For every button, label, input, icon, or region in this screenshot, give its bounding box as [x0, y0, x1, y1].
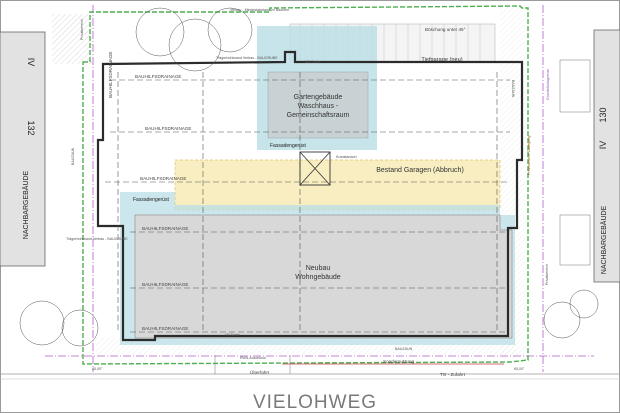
crane-position: Kranstandort	[299, 151, 357, 186]
existing-garages-label: Bestand Garagen (Abbruch)	[376, 167, 464, 174]
drainage-lines	[105, 72, 510, 333]
vb-bottom-label: VB Sohle	[225, 333, 240, 337]
new-building-line-2: Wohngebäude	[295, 274, 341, 281]
drainage-label-4: BAUHILFSDRAINAGE	[142, 226, 188, 231]
tiefgarage-label: Tiefgarage (neu)	[421, 57, 462, 63]
neighbor-left-label: NACHBARGEBÄUDE	[22, 170, 30, 239]
tree-6	[543, 301, 581, 339]
level-right: 65,00°	[514, 367, 525, 371]
boeschung-label: Böschung unter 45°	[425, 27, 466, 32]
street-name: VIELOHWEG	[253, 392, 377, 413]
sondernutzung-label: Sondernutzung	[383, 359, 415, 364]
trees	[19, 7, 599, 347]
bauzaun-left-label: BAUZAUN	[71, 147, 75, 165]
neighbor-right-footprint	[593, 29, 620, 283]
tree-2	[168, 18, 222, 72]
vb-top-label: VB Sohle	[305, 60, 320, 64]
privatbereich-left-label: Privatbereich	[80, 19, 84, 40]
neighbor-left-number: 132	[26, 120, 36, 135]
neighbor-right-annex-2	[559, 214, 591, 266]
existing-garages-zone	[174, 159, 501, 211]
shoring-wall	[96, 50, 524, 342]
bauzaun-right-label: BAUZAUN	[511, 80, 515, 98]
neighbor-right-number: 130	[598, 107, 608, 122]
scaffold-top-label: Fassadengerüst	[270, 143, 306, 149]
bauzaun-bottom-label: BAUZAUN	[395, 347, 413, 351]
privatbereich-right-label: Privatbereich	[545, 264, 549, 285]
neighbor-left-floors: IV	[26, 58, 36, 67]
neighbor-left-footprint	[0, 31, 46, 267]
garden-building-line-2: Waschhaus -	[298, 103, 339, 110]
baugrube-top-label: Trägerbohlwand Verbau - BAUGRUBE	[216, 56, 278, 60]
neighbor-right-floors: IV	[598, 141, 608, 150]
crane-label: Kranstandort	[336, 155, 357, 159]
rwa-label: RWA-Anschluss	[240, 356, 266, 360]
new-building-footprint	[134, 214, 513, 339]
garden-building-footprint	[267, 71, 369, 139]
boundary-label: Grundstücksgrenze	[546, 69, 550, 100]
garden-building-line-3: Gemeinschaftsraum	[287, 112, 350, 119]
drainage-label-7: BAUHILFSDRAINAGE	[108, 52, 113, 98]
crane-box	[299, 151, 331, 186]
tree-1	[135, 7, 185, 57]
drainage-label-5: BAUHILFSDRAINAGE	[142, 282, 188, 287]
neighbor-right-label: NACHBARGEBÄUDE	[600, 205, 608, 274]
stahlbeton-label: Verbau - Mindestabstand zu Bäumen	[230, 8, 289, 12]
provisional-access-label: Provisorische Zuwegung	[527, 136, 531, 175]
scaffold-left-label: Fassadengerüst	[133, 197, 169, 203]
zufahrt-label: TG - Zufahrt	[440, 372, 466, 377]
crane-diag-2	[299, 151, 331, 186]
neighbor-right: IV 130 NACHBARGEBÄUDE	[559, 29, 620, 283]
tree-7	[569, 289, 599, 319]
hatched-area-left	[52, 14, 92, 64]
drainage-label-1: BAUHILFSDRAINAGE	[135, 74, 181, 79]
neighbor-left: IV 132 NACHBARGEBÄUDE	[0, 31, 46, 267]
tree-4	[19, 300, 65, 346]
neighbor-right-annex	[559, 59, 591, 113]
ueberfahrt-label: Überfahrt	[250, 369, 270, 375]
tree-3	[207, 7, 253, 53]
drainage-label-2: BAUHILFSDRAINAGE	[145, 126, 191, 131]
new-building-line-1: Neubau	[306, 265, 331, 272]
tree-5	[61, 309, 99, 347]
garden-building-line-1: Gartengebäude	[294, 94, 343, 101]
level-left: 65,00°	[92, 367, 103, 371]
baugrube-label: Trägerbohlwand Verbau - BAUGRUBE	[66, 237, 128, 241]
site-fence-line	[82, 5, 529, 365]
drainage-label-6: BAUHILFSDRAINAGE	[142, 326, 188, 331]
drainage-label-3: BAUHILFSDRAINAGE	[140, 176, 186, 181]
